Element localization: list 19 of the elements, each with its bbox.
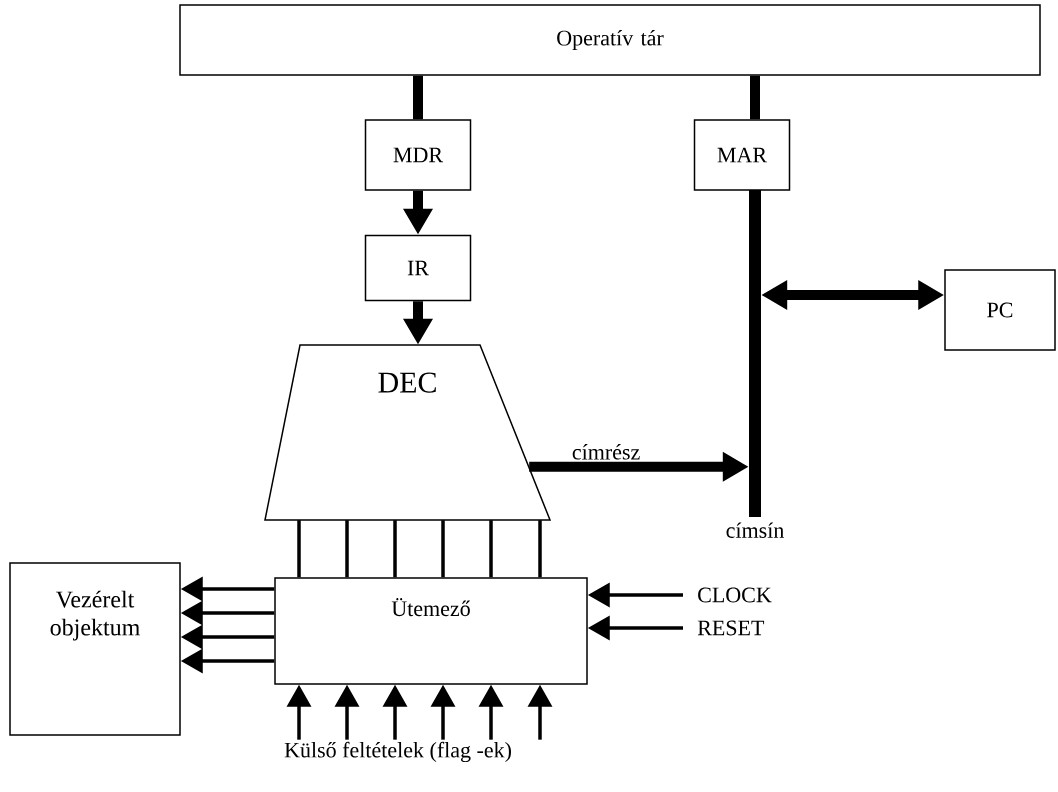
connector-line — [393, 520, 397, 578]
edge-label: címrész — [572, 444, 640, 460]
block-box: Ütemező — [274, 577, 588, 685]
block-box: PC — [944, 269, 1056, 351]
block-box: MAR — [693, 119, 791, 191]
signal-label: CLOCK — [698, 587, 772, 603]
connector-line — [538, 520, 542, 578]
connector-line — [441, 520, 445, 578]
block-box: IR — [364, 234, 472, 302]
block-box: Operatív tár — [179, 4, 1041, 76]
bus-bar — [749, 190, 761, 517]
block-box: MDR — [364, 119, 472, 191]
block-box: Vezérelt objektum — [9, 562, 181, 736]
connector-line — [489, 520, 493, 578]
signal-label: RESET — [697, 620, 765, 636]
signal-label: Külső feltételek (flag -ek) — [284, 741, 511, 763]
connector-line — [297, 520, 301, 578]
connector-line — [345, 520, 349, 578]
bus-label: címsín — [726, 522, 784, 538]
